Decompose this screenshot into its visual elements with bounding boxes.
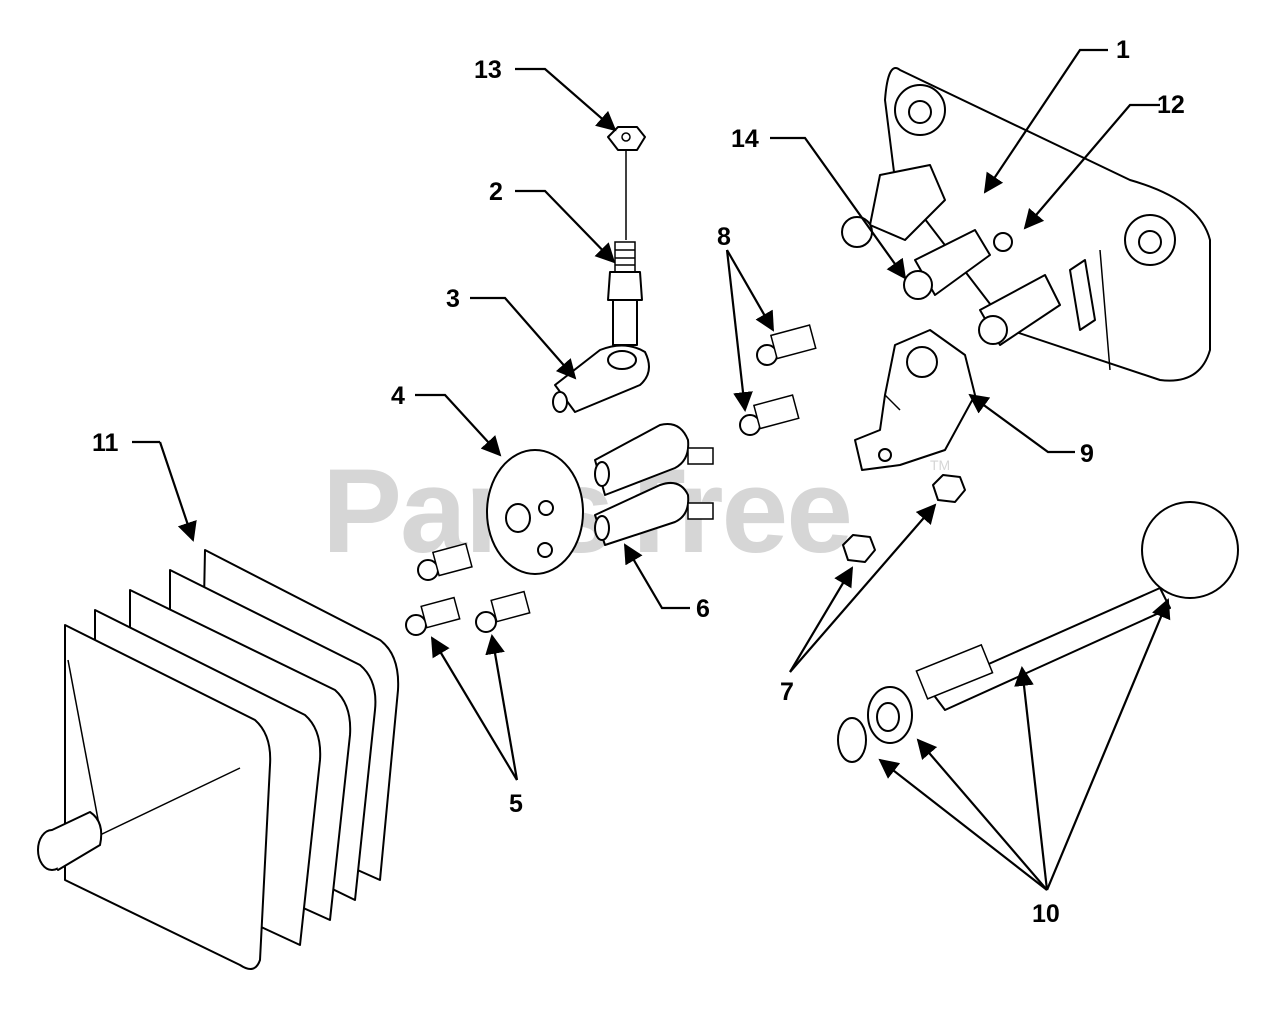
watermark-trademark: TM [930, 457, 950, 473]
callout-4: 4 [391, 382, 405, 410]
leader-lines [132, 48, 1171, 891]
callout-8: 8 [717, 223, 731, 251]
callout-2: 2 [489, 178, 503, 206]
callout-labels: 1 2 3 4 5 6 7 8 9 10 11 12 13 14 [92, 36, 1185, 928]
part-11-bellows-boot [37, 549, 400, 970]
part-2-stud [607, 241, 643, 346]
callout-1: 1 [1116, 36, 1130, 64]
part-3-rod-end [552, 344, 650, 413]
callout-12: 12 [1157, 91, 1185, 119]
callout-6: 6 [696, 595, 710, 623]
callout-5: 5 [509, 790, 523, 818]
part-8-cap-screws [739, 324, 817, 436]
part-13-nut [607, 126, 646, 240]
callout-14: 14 [731, 125, 759, 153]
part-4-disc [486, 449, 584, 575]
part-5-cap-screws [405, 542, 531, 636]
part-7-nuts [842, 474, 966, 563]
callout-13: 13 [474, 56, 502, 84]
callout-10: 10 [1032, 900, 1060, 928]
callout-9: 9 [1080, 440, 1094, 468]
watermark: PartsTree TM [322, 444, 950, 578]
watermark-text: PartsTree [322, 444, 851, 578]
part-9-bracket [854, 329, 976, 471]
part-10-lever [837, 501, 1239, 763]
part-6-rod-ends [594, 423, 714, 546]
part-1-mounting-block [841, 67, 1211, 382]
callout-7: 7 [780, 678, 794, 706]
callout-3: 3 [446, 285, 460, 313]
callout-11: 11 [92, 429, 119, 457]
